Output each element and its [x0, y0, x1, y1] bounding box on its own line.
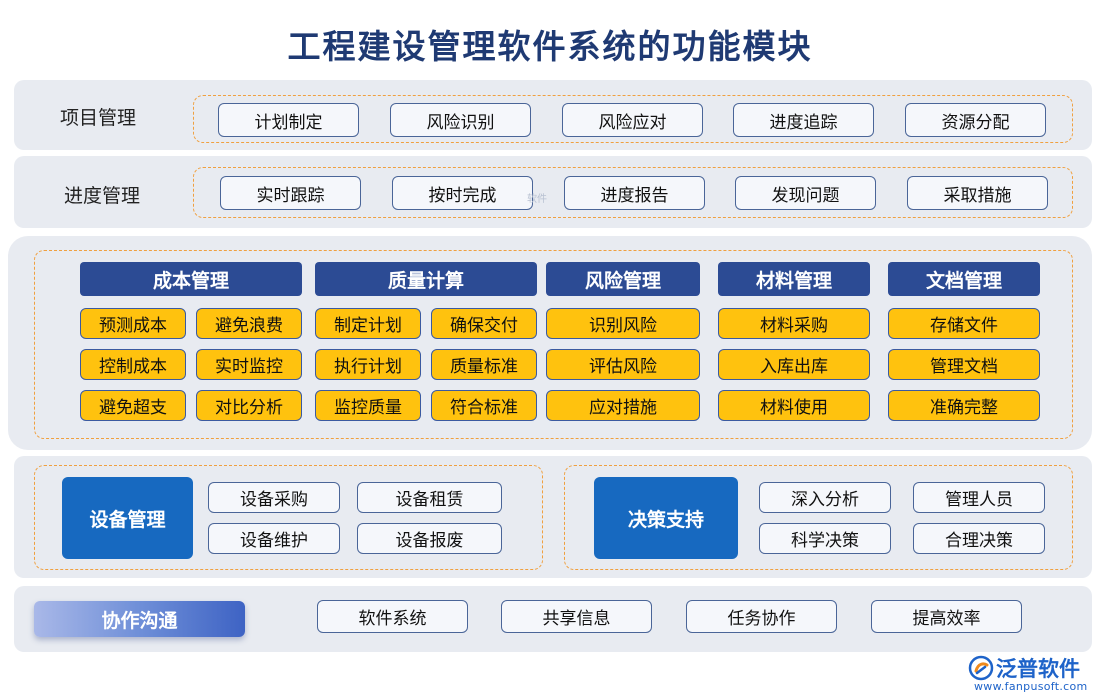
progress-item[interactable]: 采取措施: [907, 176, 1048, 210]
module-item[interactable]: 执行计划: [315, 349, 421, 380]
equipment-item[interactable]: 设备报废: [357, 523, 502, 554]
module-title-quality: 质量计算: [315, 262, 537, 296]
module-item[interactable]: 对比分析: [196, 390, 302, 421]
module-item[interactable]: 质量标准: [431, 349, 537, 380]
logo-url: www.fanpusoft.com: [974, 680, 1088, 693]
module-title-cost: 成本管理: [80, 262, 302, 296]
collaboration-item[interactable]: 软件系统: [317, 600, 468, 633]
modules-dashed-frame: [34, 250, 1073, 439]
module-item[interactable]: 入库出库: [718, 349, 870, 380]
equipment-decision-band: [14, 456, 1092, 578]
module-item[interactable]: 识别风险: [546, 308, 700, 339]
project-item[interactable]: 资源分配: [905, 103, 1046, 137]
collaboration-item[interactable]: 共享信息: [501, 600, 652, 633]
project-item[interactable]: 计划制定: [218, 103, 359, 137]
brand-logo: 泛普软件 www.fanpusoft.com: [968, 653, 1096, 697]
decision-item[interactable]: 科学决策: [759, 523, 891, 554]
progress-dashed-frame: [193, 167, 1073, 218]
project-item[interactable]: 风险应对: [562, 103, 703, 137]
decision-title[interactable]: 决策支持: [594, 477, 738, 559]
equipment-item[interactable]: 设备租赁: [357, 482, 502, 513]
logo-name: 泛普软件: [996, 657, 1080, 681]
module-item[interactable]: 评估风险: [546, 349, 700, 380]
project-dashed-frame: [193, 95, 1073, 143]
decision-item[interactable]: 管理人员: [913, 482, 1045, 513]
logo-mark-icon: [968, 655, 994, 681]
progress-label: 进度管理: [64, 185, 141, 207]
module-title-risk: 风险管理: [546, 262, 700, 296]
module-item[interactable]: 管理文档: [888, 349, 1040, 380]
module-item[interactable]: 材料使用: [718, 390, 870, 421]
equipment-item[interactable]: 设备采购: [208, 482, 340, 513]
collaboration-item[interactable]: 任务协作: [686, 600, 837, 633]
equipment-dashed-frame: [34, 465, 543, 570]
module-item[interactable]: 存储文件: [888, 308, 1040, 339]
progress-item[interactable]: 发现问题: [735, 176, 876, 210]
module-item[interactable]: 材料采购: [718, 308, 870, 339]
project-label: 项目管理: [60, 107, 137, 129]
module-item[interactable]: 监控质量: [315, 390, 421, 421]
module-item[interactable]: 应对措施: [546, 390, 700, 421]
decision-item[interactable]: 合理决策: [913, 523, 1045, 554]
module-item[interactable]: 制定计划: [315, 308, 421, 339]
equipment-item[interactable]: 设备维护: [208, 523, 340, 554]
project-item[interactable]: 风险识别: [390, 103, 531, 137]
module-item[interactable]: 实时监控: [196, 349, 302, 380]
progress-item[interactable]: 实时跟踪: [220, 176, 361, 210]
module-item[interactable]: 预测成本: [80, 308, 186, 339]
module-title-material: 材料管理: [718, 262, 870, 296]
decision-item[interactable]: 深入分析: [759, 482, 891, 513]
module-item[interactable]: 准确完整: [888, 390, 1040, 421]
module-item[interactable]: 符合标准: [431, 390, 537, 421]
page-title: 工程建设管理软件系统的功能模块: [287, 27, 813, 66]
module-item[interactable]: 避免浪费: [196, 308, 302, 339]
project-item[interactable]: 进度追踪: [733, 103, 874, 137]
module-item[interactable]: 控制成本: [80, 349, 186, 380]
equipment-title[interactable]: 设备管理: [62, 477, 193, 559]
collaboration-title[interactable]: 协作沟通: [34, 601, 245, 637]
module-item[interactable]: 确保交付: [431, 308, 537, 339]
module-item[interactable]: 避免超支: [80, 390, 186, 421]
module-title-document: 文档管理: [888, 262, 1040, 296]
progress-item[interactable]: 进度报告: [564, 176, 705, 210]
progress-item[interactable]: 按时完成: [392, 176, 533, 210]
watermark-text: 软件: [527, 194, 547, 205]
collaboration-item[interactable]: 提高效率: [871, 600, 1022, 633]
decision-dashed-frame: [564, 465, 1073, 570]
